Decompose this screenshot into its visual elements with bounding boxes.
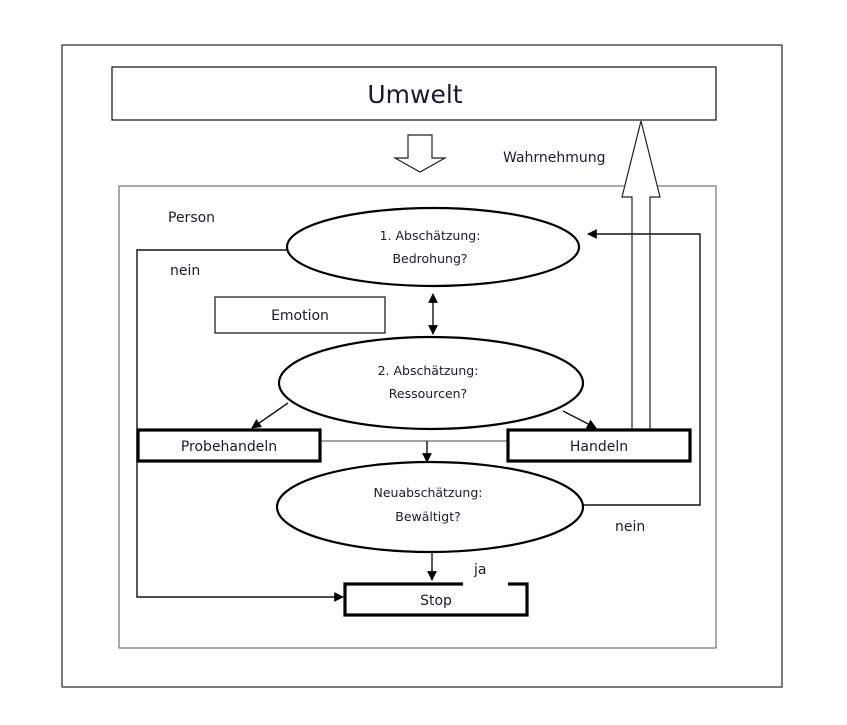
environment-box-border	[111, 66, 717, 121]
action-box: Handeln	[506, 428, 692, 463]
outer-frame	[61, 44, 783, 688]
edge-reappraisal-feedback	[583, 229, 701, 506]
edge-to-action	[562, 410, 597, 429]
edge-label-coped: ja	[473, 562, 486, 578]
edge-to-trial-action	[251, 402, 289, 429]
person-label: Person	[168, 210, 215, 226]
trial-action-label: Probehandeln	[181, 439, 277, 455]
edge-label-no-threat: nein	[170, 263, 200, 279]
emotion-box: Emotion	[214, 296, 386, 334]
appraisal-1-title: 1. Abschätzung:	[380, 228, 481, 243]
input-arrow-icon	[392, 134, 448, 173]
action-box-border	[506, 428, 692, 463]
trial-action-box: Probehandeln	[136, 428, 322, 463]
environment-label: Umwelt	[367, 80, 462, 109]
reappraisal-title: Neuabschätzung:	[374, 485, 483, 500]
emotion-label: Emotion	[271, 308, 329, 324]
perception-label: Wahrnehmung	[503, 150, 606, 166]
person-box	[118, 185, 717, 649]
appraisal-2-ellipse	[277, 335, 585, 431]
stop-label: Stop	[420, 593, 452, 609]
perception-arrow-icon	[621, 120, 661, 430]
trial-action-box-border	[136, 428, 322, 463]
stop-box-border	[343, 582, 529, 617]
appraisal-1-node: 1. Abschätzung: Bedrohung?	[285, 206, 581, 288]
edge-no-threat-to-stop	[136, 249, 344, 602]
appraisal-2-question: Ressourcen?	[389, 386, 467, 401]
appraisal-2-title: 2. Abschätzung:	[378, 363, 479, 378]
environment-box: Umwelt	[111, 66, 717, 121]
edge-label-not-coped: nein	[615, 519, 645, 535]
appraisal-1-ellipse	[285, 206, 581, 288]
reappraisal-question: Bewältigt?	[395, 509, 460, 524]
action-label: Handeln	[570, 439, 628, 455]
appraisal-2-node: 2. Abschätzung: Ressourcen?	[277, 335, 585, 431]
appraisal-1-question: Bedrohung?	[392, 251, 467, 266]
reappraisal-ellipse	[275, 460, 585, 554]
ja-label-mask	[463, 579, 508, 586]
reappraisal-node: Neuabschätzung: Bewältigt?	[275, 460, 585, 554]
emotion-box-border	[214, 296, 386, 334]
stop-box: Stop	[343, 579, 529, 617]
